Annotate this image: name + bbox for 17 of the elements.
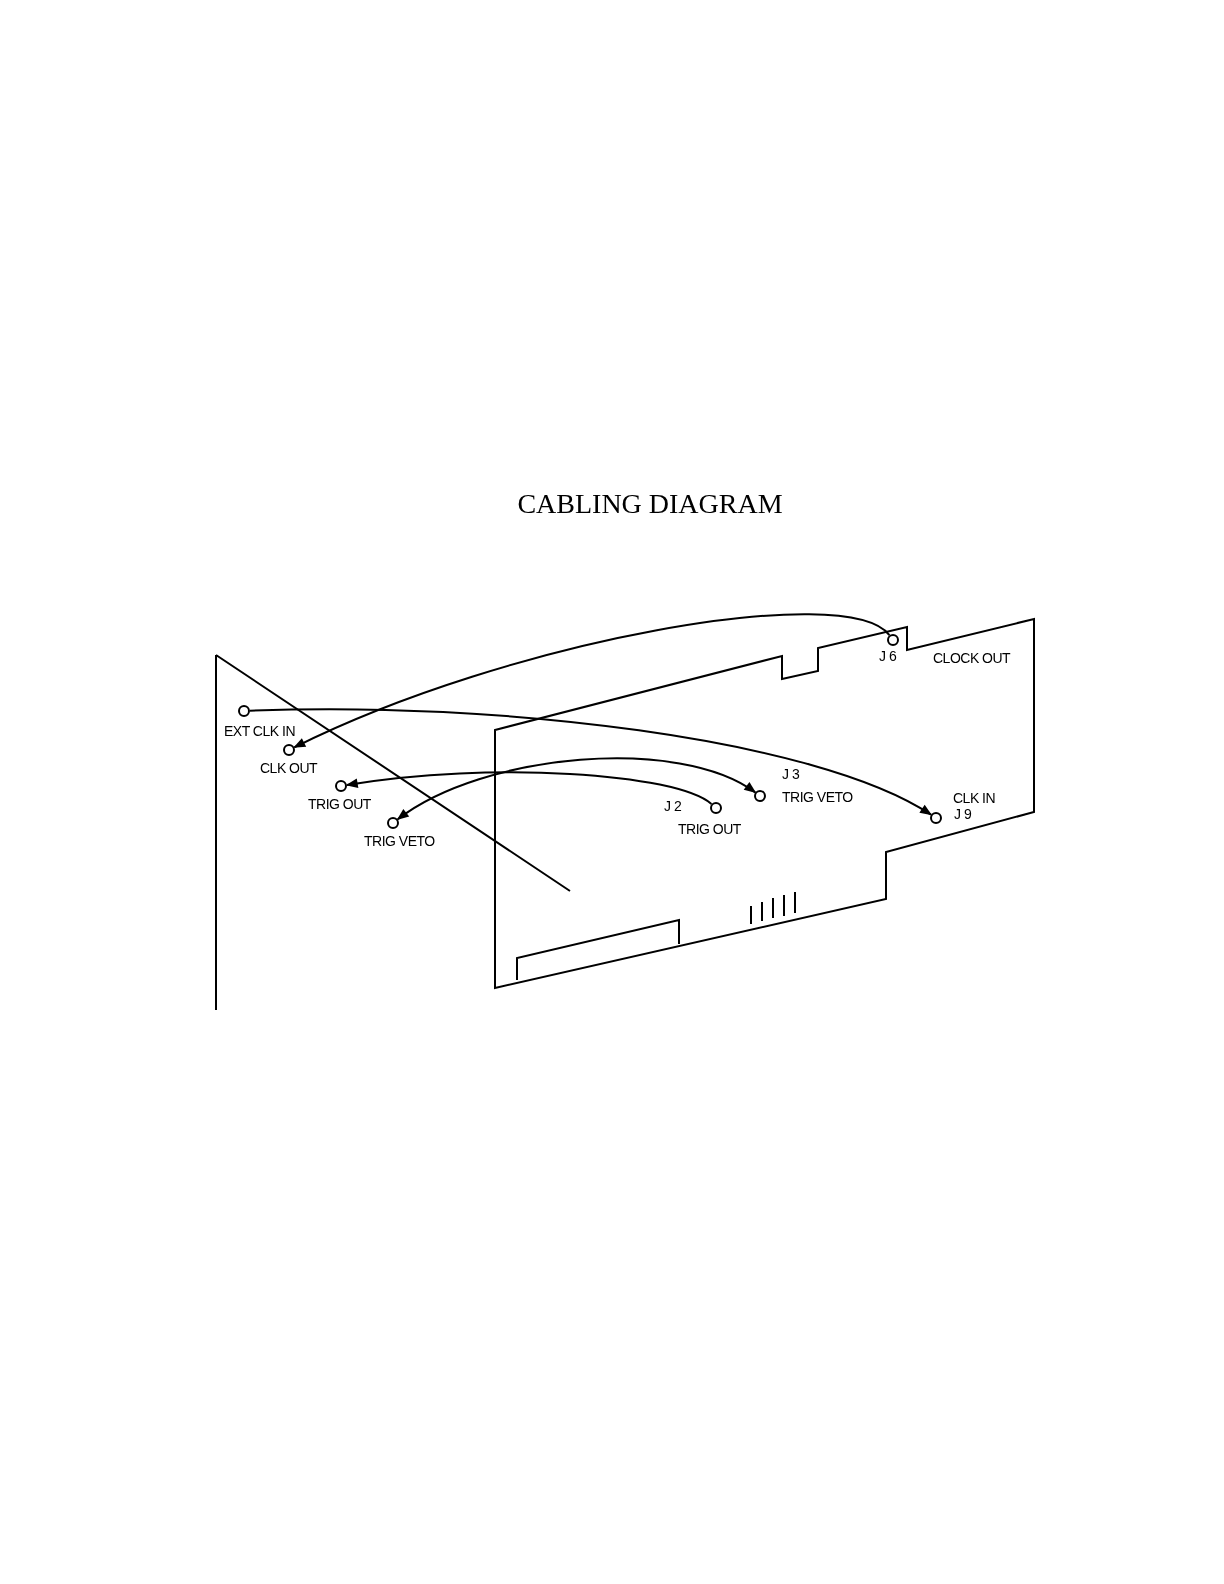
cable-arrow (396, 757, 757, 821)
connector-label: TRIG OUT (678, 821, 741, 837)
connector-label: J 9 (954, 806, 972, 822)
connector-label: EXT CLK IN (224, 723, 295, 739)
connector-label: CLK OUT (260, 760, 318, 776)
connector-label: TRIG VETO (782, 789, 853, 805)
connector-label: CLK IN (953, 790, 996, 806)
connector-label: J 2 (664, 798, 682, 814)
connector-label: J 6 (879, 648, 897, 664)
cable-arrow (249, 708, 933, 816)
cable-arrow (293, 613, 891, 749)
diagram-title: CABLING DIAGRAM (516, 488, 784, 520)
connector-label: TRIG OUT (308, 796, 371, 812)
connector-label: CLOCK OUT (933, 650, 1011, 666)
connector-label: TRIG VETO (364, 833, 435, 849)
connector-label: J 3 (782, 766, 800, 782)
cable-arrow (345, 771, 713, 806)
